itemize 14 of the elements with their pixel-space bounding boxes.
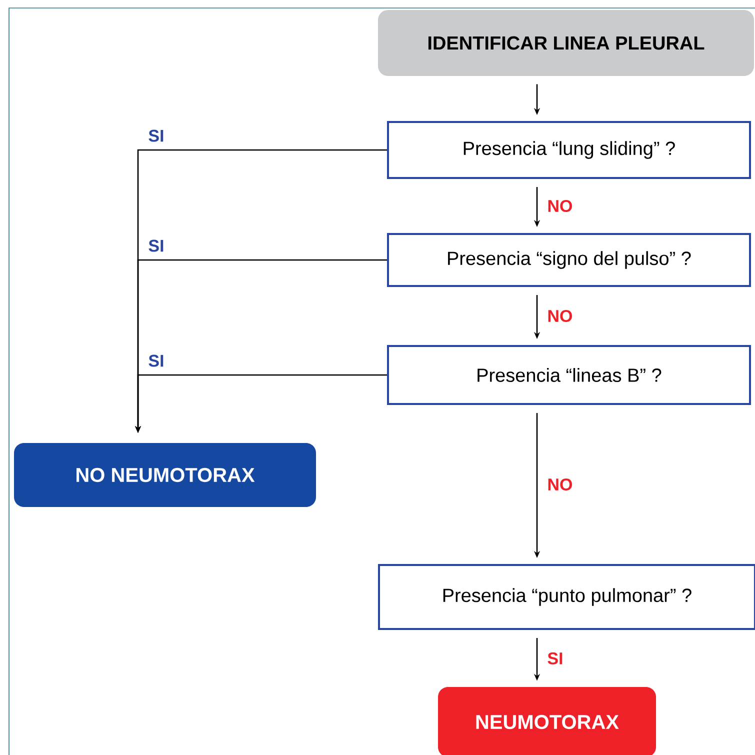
question-box: Presencia “punto pulmonar” ? — [378, 564, 755, 630]
result-box: NEUMOTORAX — [438, 687, 656, 755]
question-box: Presencia “signo del pulso” ? — [387, 233, 751, 287]
question-box: Presencia “lung sliding” ? — [387, 121, 751, 179]
edge-label: NO — [548, 310, 572, 322]
question-box: Presencia “lineas B” ? — [387, 345, 751, 405]
edge-label: SI — [148, 240, 164, 252]
start-box: IDENTIFICAR LINEA PLEURAL — [378, 10, 754, 76]
result-box: NO NEUMOTORAX — [14, 443, 316, 507]
edge-label: SI — [548, 652, 562, 664]
edge-label: NO — [548, 200, 572, 212]
edge-label: SI — [148, 354, 164, 367]
edge-label: SI — [148, 130, 164, 142]
edge-label: NO — [548, 478, 572, 491]
